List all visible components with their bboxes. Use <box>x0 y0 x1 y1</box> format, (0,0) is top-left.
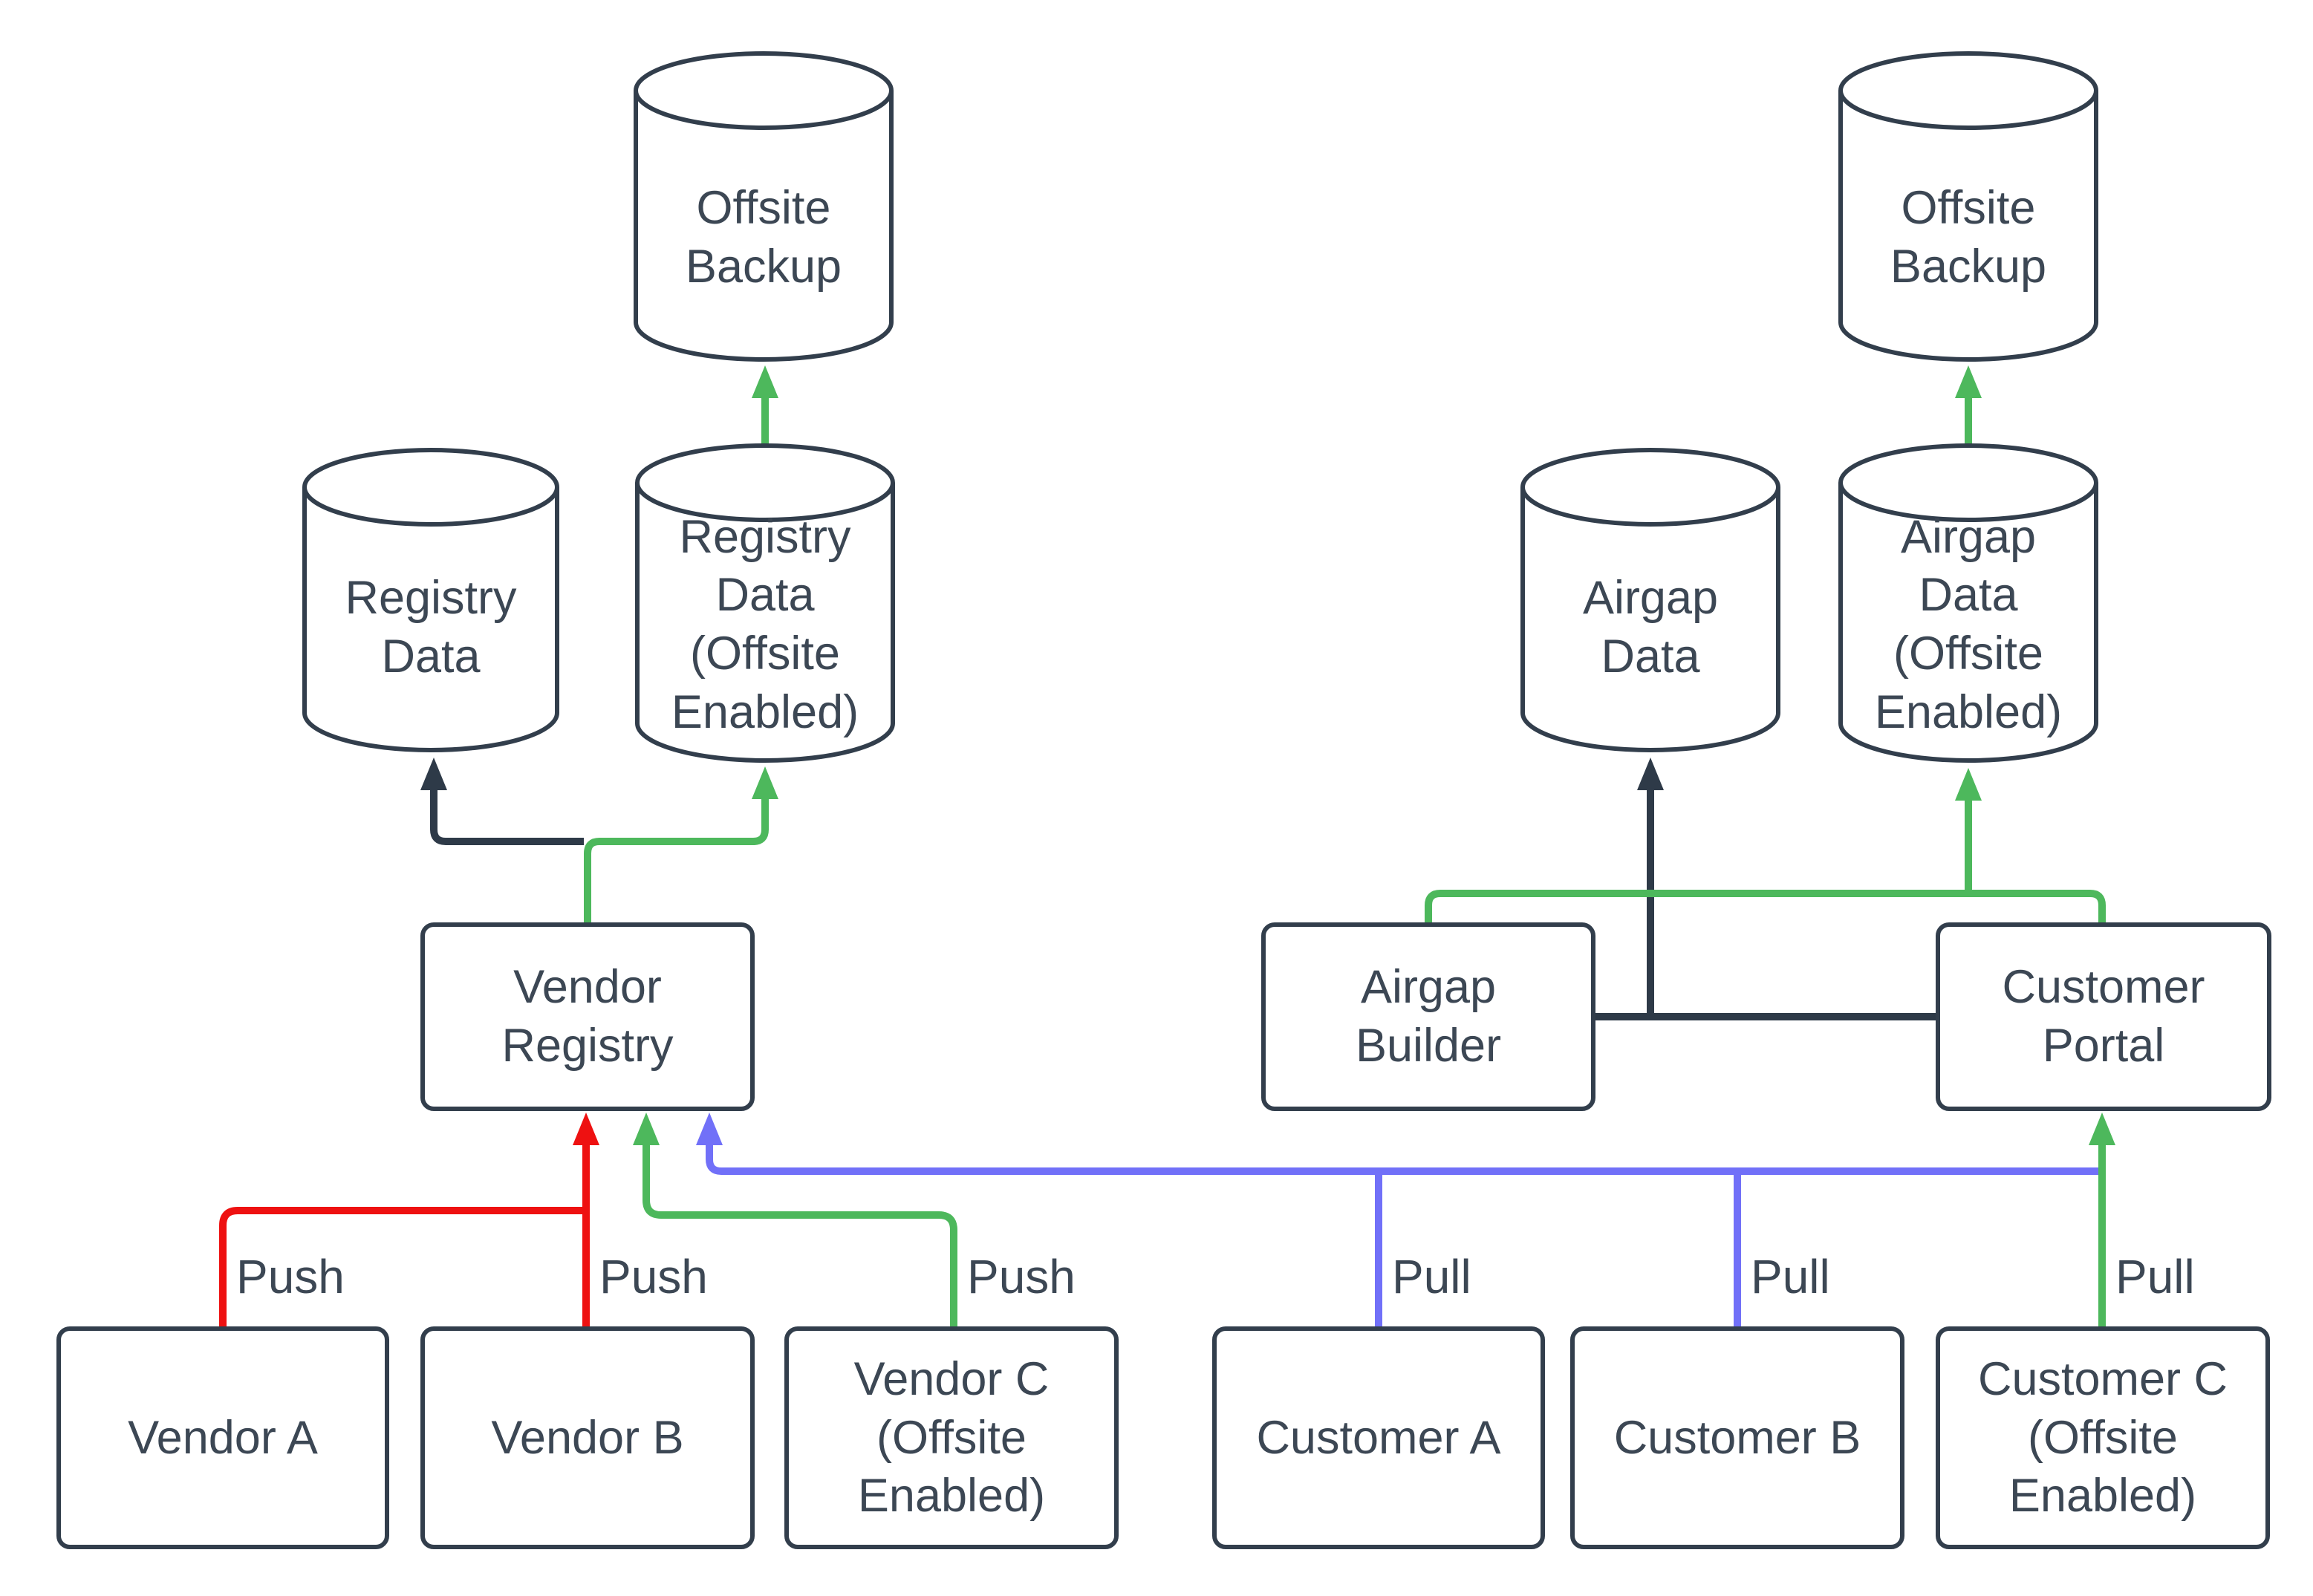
edge-vendor-c-push <box>642 1145 957 1326</box>
registry-data-offsite-cylinder <box>635 443 895 763</box>
arrowhead-registry-data-offsite <box>752 766 778 799</box>
registry-data-cylinder <box>302 448 559 752</box>
customer-c-node: Customer C (Offsite Enabled) <box>1936 1326 2270 1549</box>
arrowhead-offsite-backup-left <box>752 365 778 398</box>
push-label-vendor-b: Push <box>599 1250 708 1303</box>
edge-group-green <box>584 365 2115 1326</box>
arrowhead-registry-data <box>420 758 447 790</box>
pull-label-customer-b: Pull <box>1751 1250 1830 1303</box>
push-label-vendor-a: Push <box>236 1250 345 1303</box>
pull-label-customer-c: Pull <box>2115 1250 2195 1303</box>
arrowhead-vendor-registry-red <box>573 1113 599 1145</box>
arrowhead-airgap-data-offsite <box>1955 768 1982 801</box>
vendor-b-node: Vendor B <box>420 1326 755 1549</box>
edge-group-dark <box>420 758 1936 1020</box>
customer-a-node: Customer A <box>1212 1326 1545 1549</box>
edge-group-blue <box>696 1113 2098 1326</box>
offsite-backup-left-cylinder <box>634 51 894 362</box>
push-label-vendor-c: Push <box>967 1250 1076 1303</box>
edge-vendor-registry-to-registry-data-offsite <box>584 799 769 922</box>
customer-b-node: Customer B <box>1570 1326 1904 1549</box>
pull-label-customer-a: Pull <box>1392 1250 1471 1303</box>
airgap-data-offsite-cylinder <box>1838 443 2098 763</box>
arrowhead-vendor-registry-green <box>633 1113 660 1145</box>
offsite-backup-right-cylinder <box>1838 51 2098 362</box>
arrowhead-airgap-data <box>1637 758 1664 790</box>
customer-portal-node: Customer Portal <box>1936 922 2271 1111</box>
arrowhead-offsite-backup-right <box>1955 365 1982 398</box>
airgap-data-cylinder <box>1520 448 1780 752</box>
vendor-registry-node: Vendor Registry <box>420 922 755 1111</box>
vendor-c-node: Vendor C (Offsite Enabled) <box>784 1326 1119 1549</box>
airgap-builder-node: Airgap Builder <box>1261 922 1595 1111</box>
arrowhead-vendor-registry-blue <box>696 1113 723 1145</box>
arrowhead-customer-portal-green <box>2089 1113 2115 1145</box>
edge-vendor-a-push <box>219 1207 586 1326</box>
edge-airgap-builder-customer-portal-green <box>1425 890 2106 922</box>
edge-pull-to-vendor-registry <box>706 1145 2098 1175</box>
edge-vendor-registry-to-registry-data <box>430 790 584 845</box>
vendor-a-node: Vendor A <box>56 1326 389 1549</box>
edge-group-red <box>219 1113 599 1326</box>
